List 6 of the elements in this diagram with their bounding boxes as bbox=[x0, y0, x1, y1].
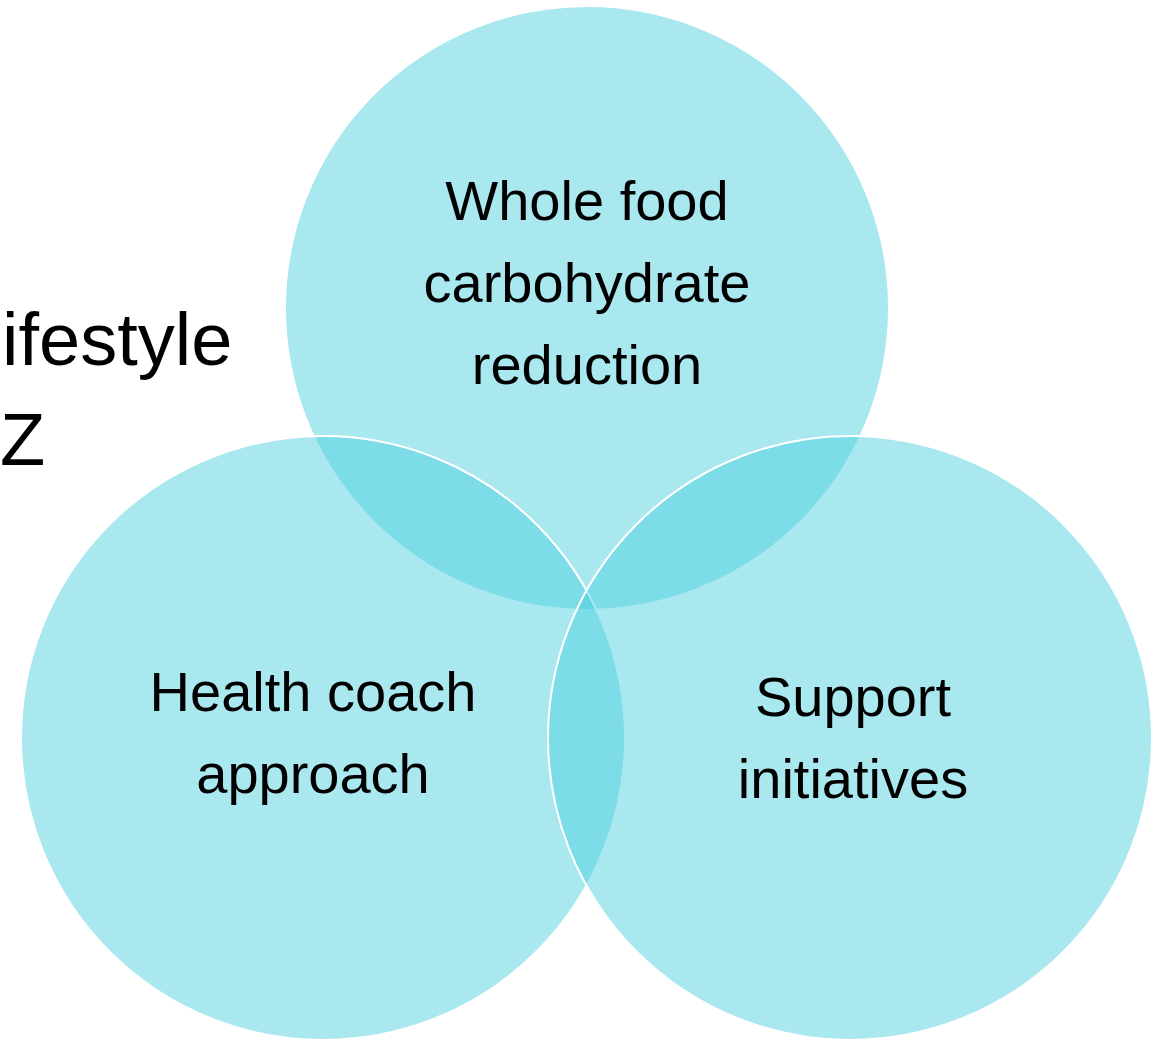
circle-label: Whole food carbohydrate reduction bbox=[422, 168, 752, 398]
side-text: ifestyle bbox=[2, 297, 233, 383]
circle-label: Support initiatives bbox=[736, 664, 970, 812]
venn-circle bbox=[547, 435, 1153, 1041]
circle-label: Health coach approach bbox=[148, 659, 478, 807]
side-text: Z bbox=[0, 397, 46, 483]
